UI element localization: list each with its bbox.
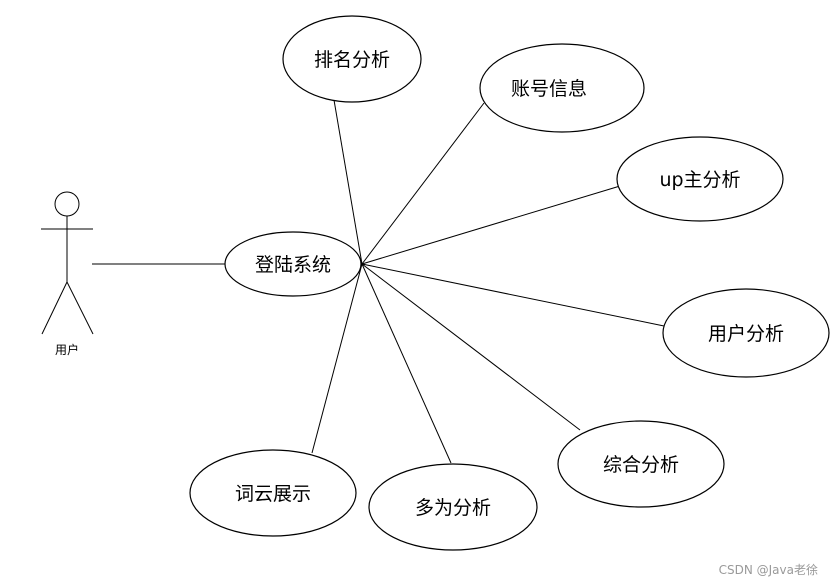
assoc-login-wordcloud bbox=[311, 263, 363, 454]
assoc-login-up bbox=[361, 185, 621, 265]
assoc-login-user-analysis bbox=[361, 263, 665, 327]
use-case-up-analysis: up主分析 bbox=[616, 136, 784, 222]
watermark: CSDN @Java老徐 bbox=[719, 562, 818, 577]
use-case-word-cloud: 词云展示 bbox=[189, 449, 357, 537]
actor-label: 用户 bbox=[55, 342, 79, 357]
use-case-word-cloud-label: 词云展示 bbox=[235, 483, 311, 505]
use-case-comprehensive-label: 综合分析 bbox=[603, 454, 679, 476]
use-case-account-info: 账号信息 bbox=[479, 43, 645, 133]
use-case-multi-analysis: 多为分析 bbox=[368, 463, 538, 551]
actor-left-leg bbox=[41, 281, 68, 335]
use-case-account-label: 账号信息 bbox=[511, 78, 587, 100]
use-case-login-label: 登陆系统 bbox=[255, 254, 331, 276]
assoc-login-account bbox=[361, 102, 485, 265]
associations bbox=[92, 99, 665, 464]
actor-head bbox=[54, 191, 80, 217]
use-case-ranking-analysis: 排名分析 bbox=[282, 15, 422, 103]
actor-right-leg bbox=[66, 281, 94, 335]
use-case-comprehensive-analysis: 综合分析 bbox=[557, 420, 725, 508]
use-case-ranking-label: 排名分析 bbox=[314, 49, 390, 71]
use-case-login: 登陆系统 bbox=[224, 231, 362, 297]
use-case-up-label: up主分析 bbox=[659, 169, 740, 191]
use-case-user-analysis-label: 用户分析 bbox=[708, 323, 784, 345]
assoc-login-ranking bbox=[333, 99, 363, 265]
use-case-user-analysis: 用户分析 bbox=[662, 288, 830, 378]
assoc-login-multi bbox=[361, 263, 452, 464]
assoc-login-comprehensive bbox=[361, 263, 581, 431]
actor-user: 用户 bbox=[41, 191, 94, 357]
use-case-multi-label: 多为分析 bbox=[415, 497, 491, 519]
